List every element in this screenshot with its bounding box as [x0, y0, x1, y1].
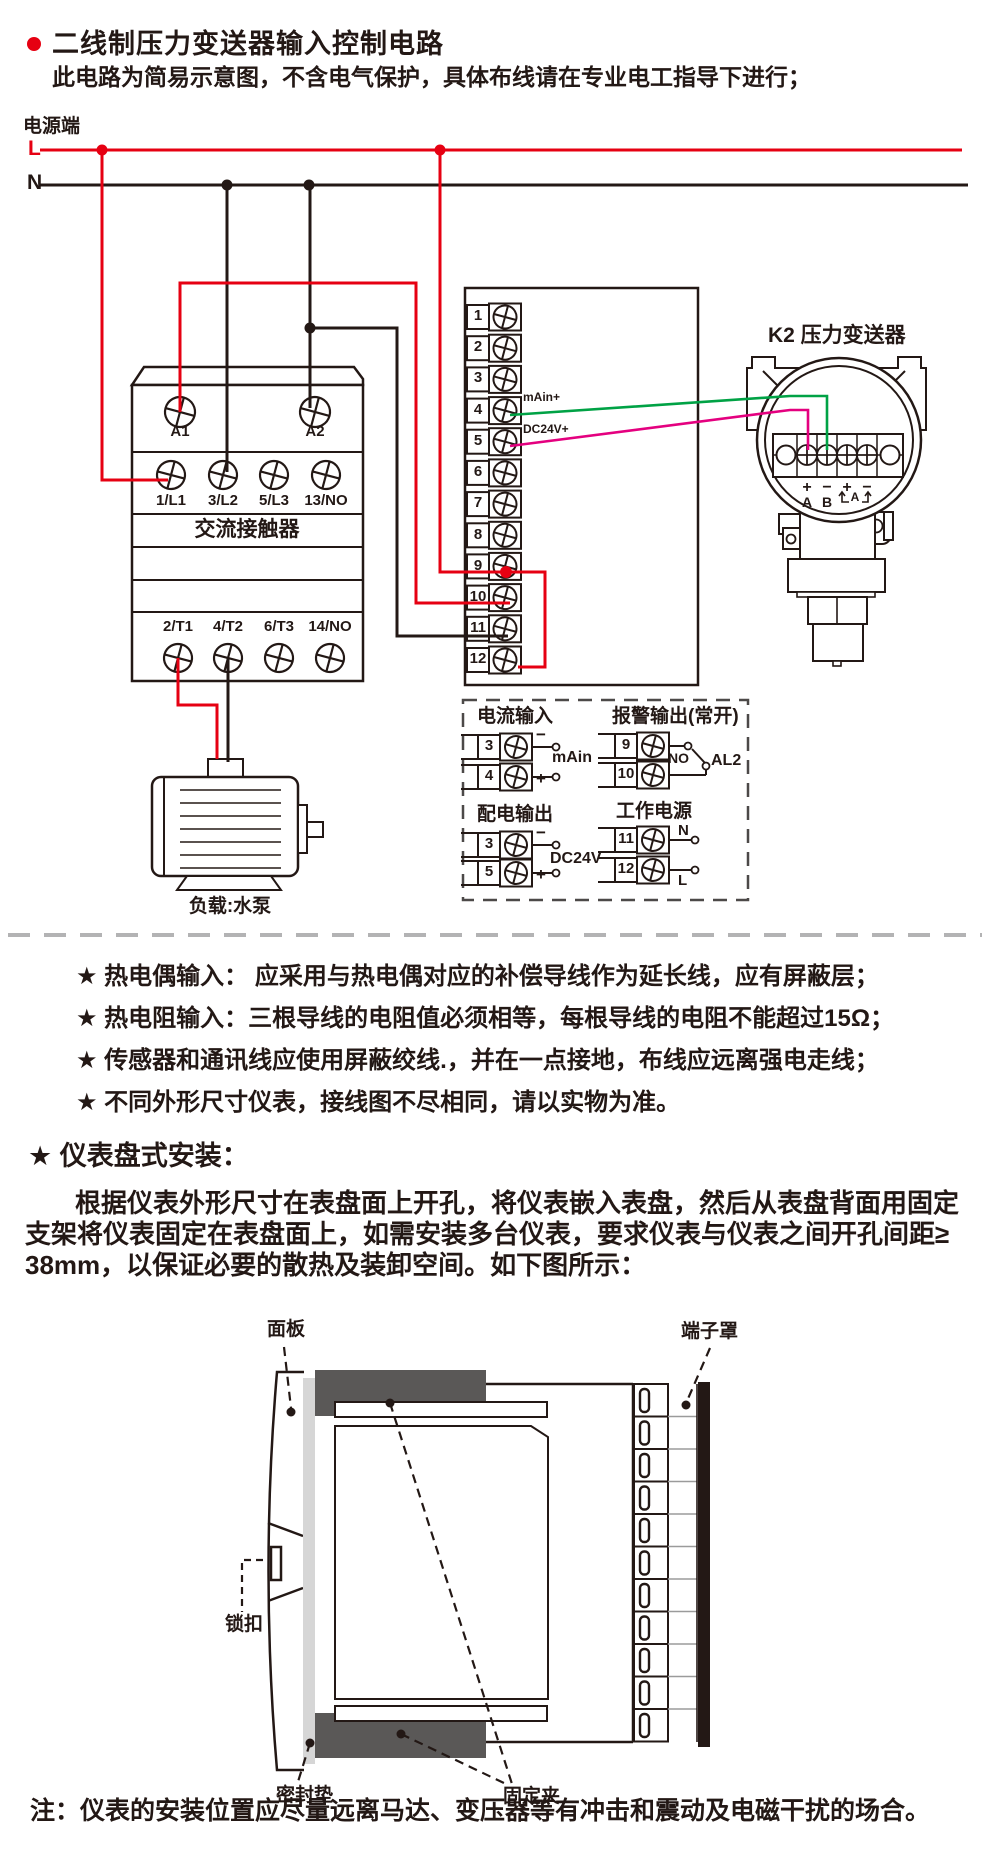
contactor-terminal-label: 2/T1 — [162, 618, 193, 635]
line-l-label: L — [28, 137, 41, 160]
coil-a2-label: A2 — [305, 423, 325, 440]
terminal-number: 1 — [473, 307, 483, 324]
gasket-label: 密封垫 — [276, 1785, 334, 1806]
contactor-terminal-label: 14/NO — [308, 618, 352, 635]
contactor-terminal-label: 3/L2 — [207, 492, 238, 509]
sign-plus: + — [536, 865, 546, 884]
group-terminal-number: 9 — [621, 736, 631, 753]
sign-minus: − — [536, 725, 546, 744]
contactor-terminal-label: 1/L1 — [155, 492, 186, 509]
mounting-diagram — [240, 1346, 712, 1786]
install-heading: ★ 仪表盘式安装： — [28, 1141, 249, 1171]
install-para-line: 支架将仪表固定在表盘面上，如需安装多台仪表，要求仪表与仪表之间开孔间距≥ — [25, 1219, 950, 1249]
junction-dots — [96, 144, 512, 578]
polarity-label: − — [862, 479, 872, 496]
group-main-label: mAin — [552, 749, 592, 766]
n-label: N — [678, 822, 689, 839]
contactor-terminal-label: 4/T2 — [212, 618, 243, 635]
coil-a1-label: A1 — [170, 423, 190, 440]
contactor-screws — [155, 395, 346, 674]
terminal-number: 10 — [469, 588, 487, 605]
note-rtd: ★ 热电阻输入：三根导线的电阻值必须相等，每根导线的电阻不能超过15Ω； — [76, 1005, 895, 1032]
main-plus-label: mAin+ — [523, 390, 561, 404]
terminal-cover-label: 端子罩 — [681, 1321, 739, 1342]
terminal-number: 2 — [473, 338, 483, 355]
page-subtitle: 此电路为简易示意图，不含电气保护，具体布线请在专业电工指导下进行； — [52, 64, 811, 90]
terminal-detail-box — [460, 698, 750, 902]
pressure-transmitter — [746, 356, 927, 667]
clamp-label: 固定夹 — [503, 1786, 561, 1807]
terminal-cover-bar — [698, 1382, 710, 1747]
footer-note: 注：仪表的安装位置应尽量远离马达、变压器等有冲击和震动及电磁干扰的场合。 — [30, 1797, 931, 1825]
transmitter-term-a: A — [801, 494, 813, 510]
polarity-label: + — [842, 479, 852, 496]
motor-pump — [150, 758, 324, 891]
group-terminal-number: 3 — [484, 835, 494, 852]
bullet-icon — [27, 37, 41, 51]
al2-label: AL2 — [711, 752, 742, 769]
terminal-number: 6 — [473, 463, 483, 480]
terminal-number: 5 — [473, 432, 483, 449]
group-terminal-number: 11 — [618, 830, 634, 847]
group-title-work-power: 工作电源 — [616, 801, 693, 822]
transmitter-title: K2 压力变送器 — [768, 324, 906, 347]
power-side-label: 电源端 — [23, 116, 81, 137]
power-lines — [40, 148, 968, 187]
terminal-strip — [463, 286, 700, 687]
transmitter-term-b: B — [821, 494, 833, 510]
sign-plus: + — [536, 769, 546, 788]
gasket-strip — [303, 1378, 315, 1764]
group-terminal-number: 4 — [484, 767, 494, 784]
terminal-number: 4 — [473, 401, 483, 418]
polarity-label: + — [802, 479, 812, 496]
line-n-label: N — [27, 171, 43, 194]
group-title-power-output: 配电输出 — [477, 804, 554, 825]
load-label: 负载:水泵 — [188, 896, 272, 917]
no-contact-label: NO — [668, 750, 689, 766]
page-title: 二线制压力变送器输入控制电路 — [52, 29, 444, 59]
terminal-number: 8 — [473, 526, 483, 543]
group-terminal-number: 5 — [484, 863, 494, 880]
note-thermocouple: ★ 热电偶输入： 应采用与热电偶对应的补偿导线作为延长线，应有屏蔽层； — [76, 963, 879, 990]
terminal-number: 12 — [469, 650, 487, 667]
latch-label: 锁扣 — [225, 1614, 264, 1635]
group-title-alarm-output: 报警输出(常开) — [612, 706, 739, 727]
wires-black — [225, 185, 508, 762]
group-dc24v-label: DC24V — [550, 850, 602, 867]
group-terminal-number: 3 — [484, 737, 494, 754]
contactor-name: 交流接触器 — [194, 518, 300, 541]
note-shielding: ★ 传感器和通讯线应使用屏蔽绞线.，并在一点接地，布线应远离强电走线； — [76, 1047, 879, 1074]
group-title-current-input: 电流输入 — [477, 706, 554, 727]
transmitter-loop-label: A — [850, 490, 860, 504]
contactor-terminal-label: 5/L3 — [258, 492, 289, 509]
note-dimensions: ★ 不同外形尺寸仪表，接线图不尽相同，请以实物为准。 — [76, 1089, 681, 1116]
sign-minus: − — [536, 823, 546, 842]
group-terminal-number: 10 — [617, 765, 635, 782]
wire-green — [509, 394, 829, 450]
l-label: L — [678, 872, 688, 889]
contactor-body — [129, 365, 365, 683]
install-para-line: 38mm，以保证必要的散热及装卸空间。如下图所示： — [25, 1250, 647, 1280]
contactor-terminal-label: 13/NO — [304, 492, 348, 509]
polarity-label: − — [822, 479, 832, 496]
wires-red — [100, 150, 547, 759]
panel-label: 面板 — [267, 1319, 306, 1340]
wire-magenta — [509, 408, 810, 450]
terminal-number: 9 — [473, 557, 483, 574]
terminal-number: 3 — [473, 369, 483, 386]
terminal-number: 7 — [473, 494, 483, 511]
terminal-number: 11 — [470, 619, 486, 636]
group-terminal-number: 12 — [617, 860, 635, 877]
contactor-terminal-label: 6/T3 — [263, 618, 294, 635]
dc24v-plus-label: DC24V+ — [523, 422, 569, 436]
install-para-line: 根据仪表外形尺寸在表盘面上开孔，将仪表嵌入表盘，然后从表盘背面用固定 — [75, 1188, 960, 1218]
